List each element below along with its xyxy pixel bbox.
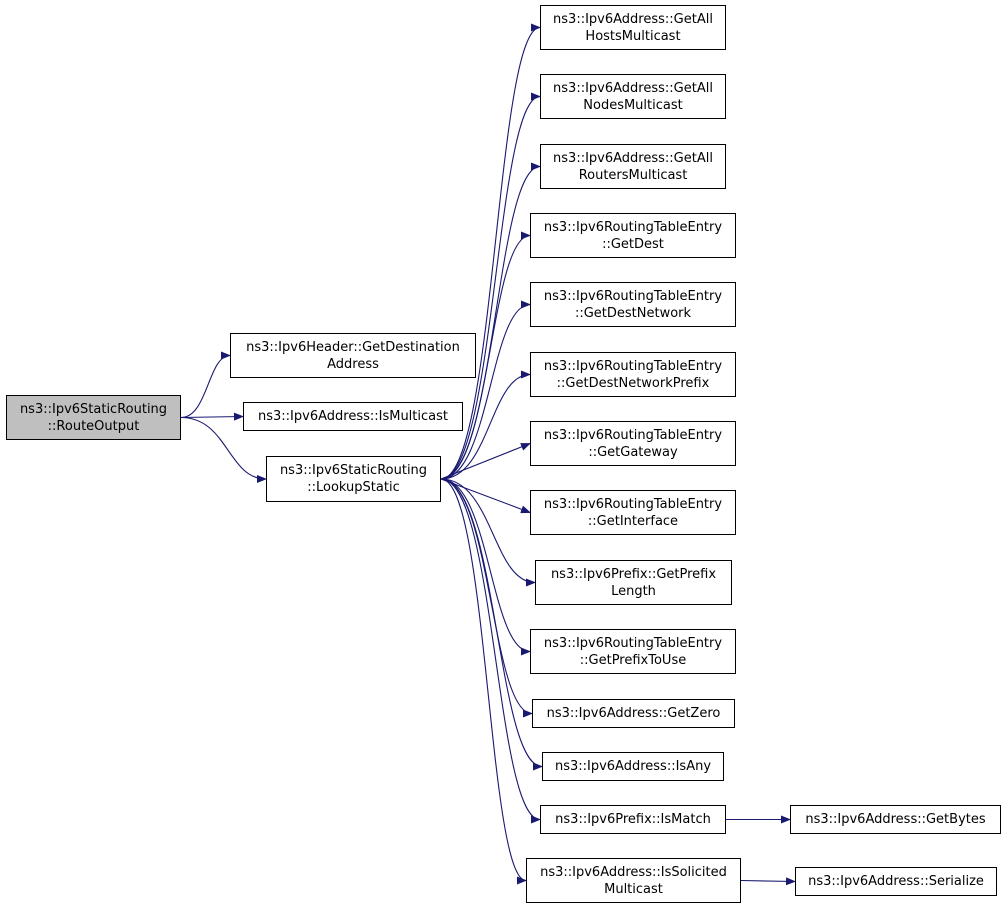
node-lookup-static[interactable]: ns3::Ipv6StaticRouting ::LookupStatic (266, 456, 441, 502)
node-label-line1: ns3::Ipv6Address::Serialize (808, 874, 984, 889)
node-label-line1: ns3::Ipv6Prefix::IsMatch (555, 812, 711, 827)
node-label-line1: ns3::Ipv6StaticRouting (19, 401, 168, 417)
node-is-match[interactable]: ns3::Ipv6Prefix::IsMatch (540, 805, 726, 834)
edge-lookup_static-to-get_prefix_to_use (440, 478, 531, 656)
node-label-line2: NodesMulticast (583, 97, 683, 113)
edge-lookup_static-to-get_all_routers_multicast (440, 162, 541, 480)
edge-lookup_static-to-get_prefix_length (440, 478, 536, 587)
node-label-line1: ns3::Ipv6Address::IsMulticast (258, 409, 448, 424)
edge-is_solicited_multicast-to-serialize (740, 877, 796, 886)
edge-lookup_static-to-get_gateway (440, 442, 531, 480)
node-label-line2: Length (611, 583, 656, 599)
edge-lookup_static-to-get_all_nodes_multicast (440, 92, 541, 480)
node-label-line1: ns3::Ipv6RoutingTableEntry (543, 219, 723, 235)
node-get-dest-network[interactable]: ns3::Ipv6RoutingTableEntry ::GetDestNetw… (530, 282, 736, 327)
node-label-line2: Multicast (604, 881, 663, 897)
node-label-line2: Address (327, 356, 379, 372)
edge-lookup_static-to-get_all_hosts_multicast (440, 23, 541, 480)
node-label-line2: HostsMulticast (585, 28, 681, 44)
node-label-line1: ns3::Ipv6Address::IsAny (554, 759, 712, 774)
node-route-output: ns3::Ipv6StaticRouting ::RouteOutput (6, 395, 181, 440)
node-label-line1: ns3::Ipv6Header::GetDestination (246, 339, 460, 355)
node-label-line1: ns3::Ipv6Address::IsSolicited (540, 864, 727, 880)
edge-route_output-to-lookup_static (180, 416, 267, 483)
edge-route_output-to-is_multicast (180, 412, 244, 421)
node-label-line1: ns3::Ipv6RoutingTableEntry (543, 496, 723, 512)
edge-route_output-to-get_destination_address (180, 351, 231, 419)
node-get-gateway[interactable]: ns3::Ipv6RoutingTableEntry ::GetGateway (530, 421, 736, 466)
node-get-bytes[interactable]: ns3::Ipv6Address::GetBytes (790, 805, 1001, 834)
node-get-all-nodes-multicast[interactable]: ns3::Ipv6Address::GetAll NodesMulticast (540, 74, 726, 119)
node-serialize[interactable]: ns3::Ipv6Address::Serialize (795, 867, 997, 896)
node-is-any[interactable]: ns3::Ipv6Address::IsAny (542, 752, 724, 781)
node-label-line2: ::GetGateway (588, 444, 678, 460)
node-label-line2: ::GetDest (602, 236, 664, 252)
node-get-dest-network-prefix[interactable]: ns3::Ipv6RoutingTableEntry ::GetDestNetw… (530, 352, 736, 397)
edge-lookup_static-to-is_match (440, 478, 541, 824)
node-get-prefix-to-use[interactable]: ns3::Ipv6RoutingTableEntry ::GetPrefixTo… (530, 629, 736, 674)
node-get-destination-address[interactable]: ns3::Ipv6Header::GetDestination Address (230, 333, 476, 378)
node-label-line1: ns3::Ipv6Prefix::GetPrefix (550, 566, 717, 582)
edge-lookup_static-to-get_dest (440, 231, 531, 480)
node-get-prefix-length[interactable]: ns3::Ipv6Prefix::GetPrefix Length (535, 560, 732, 605)
edge-lookup_static-to-is_any (440, 478, 543, 771)
node-label-line2: ::GetDestNetworkPrefix (556, 375, 710, 391)
node-label-line1: ns3::Ipv6Address::GetAll (553, 80, 713, 96)
node-label-line2: ::GetPrefixToUse (579, 652, 687, 668)
edge-lookup_static-to-is_solicited_multicast (440, 478, 527, 885)
node-label-line1: ns3::Ipv6Address::GetAll (553, 150, 713, 166)
node-get-interface[interactable]: ns3::Ipv6RoutingTableEntry ::GetInterfac… (530, 490, 736, 535)
node-is-multicast[interactable]: ns3::Ipv6Address::IsMulticast (243, 402, 463, 431)
node-label-line2: ::LookupStatic (307, 480, 400, 495)
node-label-line1: ns3::Ipv6RoutingTableEntry (543, 427, 723, 443)
node-get-all-hosts-multicast[interactable]: ns3::Ipv6Address::GetAll HostsMulticast (540, 5, 726, 50)
node-label-line2: ::GetInterface (587, 513, 679, 529)
edge-lookup_static-to-get_dest_network (440, 300, 531, 480)
node-label-line1: ns3::Ipv6StaticRouting (279, 463, 428, 478)
node-label-line1: ns3::Ipv6RoutingTableEntry (543, 635, 723, 651)
node-label-line2: RoutersMulticast (578, 167, 688, 183)
node-get-zero[interactable]: ns3::Ipv6Address::GetZero (532, 699, 735, 728)
node-label-line1: ns3::Ipv6RoutingTableEntry (543, 358, 723, 374)
node-get-dest[interactable]: ns3::Ipv6RoutingTableEntry ::GetDest (530, 213, 736, 258)
node-is-solicited-multicast[interactable]: ns3::Ipv6Address::IsSolicited Multicast (526, 858, 741, 903)
node-get-all-routers-multicast[interactable]: ns3::Ipv6Address::GetAll RoutersMulticas… (540, 144, 726, 189)
node-label-line1: ns3::Ipv6RoutingTableEntry (543, 288, 723, 304)
node-label-line1: ns3::Ipv6Address::GetAll (553, 11, 713, 27)
node-label-line1: ns3::Ipv6Address::GetBytes (805, 812, 986, 827)
node-label-line2: ::RouteOutput (47, 418, 140, 434)
edge-lookup_static-to-get_dest_network_prefix (440, 370, 531, 480)
node-label-line2: ::GetDestNetwork (574, 305, 692, 321)
node-label-line1: ns3::Ipv6Address::GetZero (546, 706, 721, 721)
